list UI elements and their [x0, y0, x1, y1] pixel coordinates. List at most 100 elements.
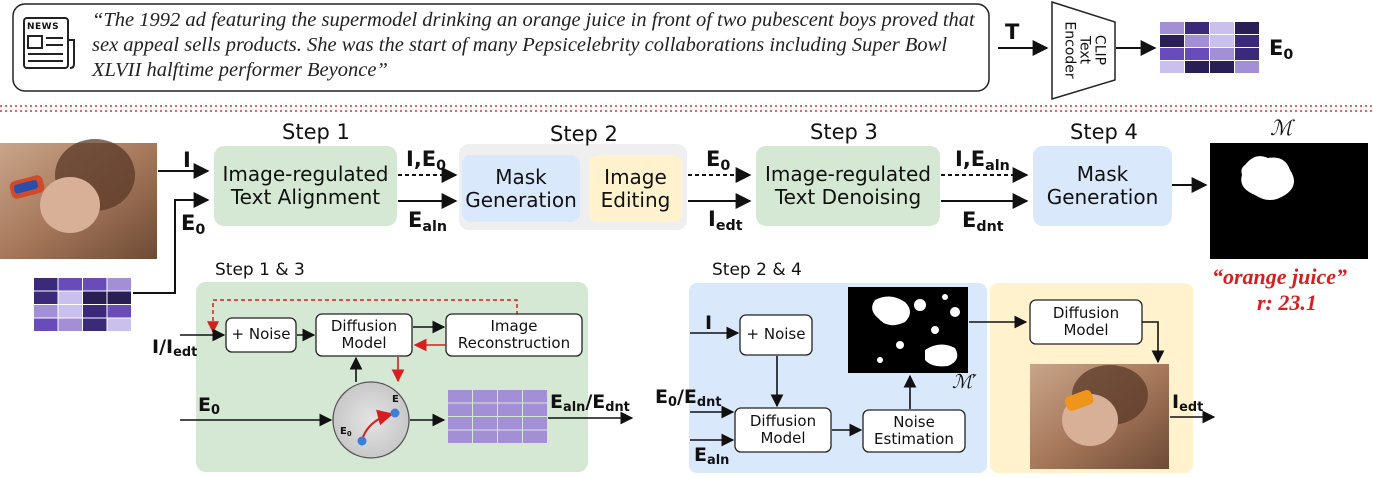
- result-score: r: 23.1: [1257, 290, 1317, 315]
- embedding-cell: [1185, 22, 1209, 34]
- iedto-sub: edt: [1179, 400, 1204, 416]
- embedding-cell: [34, 278, 58, 291]
- encoder-output-main: E: [1269, 36, 1284, 60]
- step1-box: [214, 146, 397, 226]
- embedding-output: [448, 390, 547, 443]
- embedding-cell: [83, 278, 107, 291]
- newspaper-icon-label: NEWS: [27, 22, 60, 32]
- embedding-cell: [498, 403, 522, 416]
- e0-sub: 0: [195, 221, 206, 238]
- step1-box-text: Image-regulated Text Alignment: [214, 146, 397, 226]
- ee-a: E: [550, 391, 563, 413]
- reconstruction-text: Image Reconstruction: [446, 314, 582, 356]
- embedding-cell: [498, 390, 522, 403]
- label-E0-input: E0: [181, 211, 205, 237]
- ie0-main: I,E: [406, 147, 437, 171]
- mask-output-image: [1210, 143, 1368, 259]
- embedding-cell: [1235, 48, 1259, 60]
- iealn-main: I,E: [955, 147, 986, 171]
- label-Ealn-over-Ednt: Ealn/Ednt: [550, 391, 630, 416]
- diffusion3-line-1: Diffusion: [1052, 303, 1120, 322]
- align-line-1: Image-regulated: [222, 162, 389, 186]
- iedt-sub: edt: [715, 217, 743, 234]
- embedding-cell: [1160, 35, 1184, 47]
- iealn-sub: aln: [985, 157, 1010, 174]
- ie0-sub: 0: [436, 157, 447, 174]
- embedding-cell: [83, 318, 107, 331]
- mask-generation-a-text: Mask Generation: [462, 155, 580, 222]
- noise-estimation-line-2: Estimation: [874, 430, 954, 448]
- label-E0-over-Ednt: E0/Ednt: [655, 386, 722, 411]
- embedding-cell: [448, 417, 472, 430]
- e0c-sub: 0: [210, 403, 220, 419]
- label-I-edt: Iedt: [708, 207, 743, 233]
- iedt-main: I: [708, 207, 716, 231]
- label-I-E0: I,E0: [406, 147, 446, 173]
- embedding-cell: [1210, 61, 1234, 73]
- label-I: I: [183, 148, 191, 172]
- mask-gen-b-line-2: Generation: [1046, 185, 1159, 209]
- ednt-sub: dnt: [976, 218, 1004, 235]
- embedding-cell: [1235, 22, 1259, 34]
- ee-bsub: dnt: [605, 400, 630, 416]
- embedding-e0-top: [1160, 22, 1259, 73]
- embedding-cell: [83, 291, 107, 304]
- e0-main: E: [181, 211, 196, 235]
- label-E-dnt: Ednt: [962, 210, 1004, 234]
- step3-box-text: Image-regulated Text Denoising: [756, 146, 940, 226]
- embedding-e0-left: [34, 278, 131, 331]
- mask-gen-a-line-2: Generation: [465, 187, 577, 212]
- embedding-cell: [107, 318, 131, 331]
- image-editing-line-1: Image: [604, 164, 667, 189]
- encoder-output-sub: 0: [1283, 46, 1294, 63]
- embedding-cell: [1210, 48, 1234, 60]
- step2-title: Step 2: [550, 122, 618, 146]
- noise-estimation-text: Noise Estimation: [863, 410, 965, 452]
- label-I-over-Iedt: I/Iedt: [152, 338, 198, 361]
- iiedt-sub: edt: [173, 345, 198, 361]
- encoder-line-1: CLIP: [1091, 34, 1108, 66]
- embedding-cell: [34, 305, 58, 318]
- embedding-cell: [34, 291, 58, 304]
- noise2-text: + Noise: [746, 325, 806, 344]
- e0e-bsub: dnt: [696, 395, 722, 411]
- iedto-main: I: [1172, 391, 1180, 413]
- embedding-cell: [1235, 35, 1259, 47]
- diffusion1-line-2: Model: [341, 334, 387, 352]
- label-I-detail: I: [705, 312, 713, 334]
- embedding-cell: [58, 318, 82, 331]
- embedding-space-circle: [332, 381, 410, 459]
- text-input-label: T: [1005, 20, 1020, 44]
- embedding-cell: [1160, 22, 1184, 34]
- noise1-text: + Noise: [231, 325, 291, 344]
- label-E0-step3: E0: [706, 149, 730, 173]
- diffusion3-text: Diffusion Model: [1030, 300, 1142, 344]
- e0b-sub: 0: [720, 157, 731, 174]
- circle-label-E0: E0: [340, 426, 352, 438]
- label-I-E-aln: I,Ealn: [955, 147, 1010, 173]
- text-encoder-block: [1051, 0, 1116, 101]
- ealn-sub: aln: [422, 218, 448, 235]
- denoise-line-1: Image-regulated: [765, 162, 931, 186]
- embedding-cell: [1185, 61, 1209, 73]
- mask-gen-b-line-1: Mask: [1076, 162, 1129, 186]
- step24-title: Step 2 & 4: [712, 260, 802, 280]
- step4-box-text: Mask Generation: [1033, 146, 1172, 226]
- embedding-cell: [523, 417, 547, 430]
- embedding-cell: [1185, 48, 1209, 60]
- embedding-cell: [1235, 61, 1259, 73]
- embedding-cell: [58, 305, 82, 318]
- ealnd-main: E: [694, 444, 707, 466]
- ee-asub: aln: [562, 400, 586, 416]
- denoise-line-2: Text Denoising: [774, 185, 922, 209]
- newspaper-icon: [23, 17, 75, 69]
- embedding-cell: [1185, 35, 1209, 47]
- step3-box: [756, 146, 940, 226]
- noisy-mask-image: [848, 287, 968, 373]
- embedding-cell: [448, 390, 472, 403]
- step1-title: Step 1: [282, 120, 350, 144]
- step4-title: Step 4: [1070, 120, 1138, 144]
- e0e-b: /E: [676, 386, 697, 408]
- result-phrase: “orange juice”: [1212, 264, 1348, 289]
